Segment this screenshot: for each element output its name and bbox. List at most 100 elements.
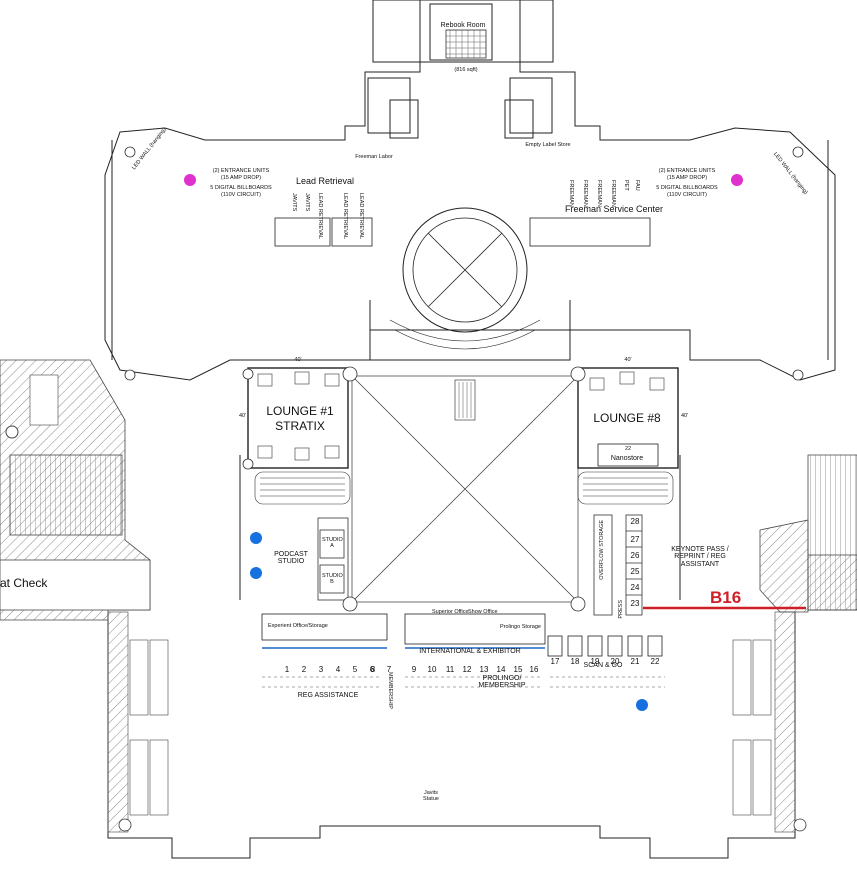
- blue-marker-podcast-2: [250, 567, 262, 579]
- keynote-counter-28: 28: [630, 517, 640, 526]
- lead-retrieval-counters: [274, 217, 373, 247]
- columns: [118, 146, 807, 832]
- freeman-service-label: Freeman Service Center: [564, 204, 664, 214]
- intl-counter-16: 16: [529, 665, 539, 674]
- right-entrance-amp: (15 AMP DROP): [666, 175, 708, 181]
- queue-lines: [262, 676, 665, 688]
- overflow-area: [593, 514, 643, 616]
- scan-counter-19: 19: [590, 657, 600, 666]
- scan-go-label: SCAN & GO: [583, 662, 623, 669]
- reg-counter-4: 4: [335, 665, 341, 674]
- lounge1-width: 40': [294, 357, 302, 363]
- reg-counter-8: 8: [370, 665, 376, 674]
- studio-a-label: STUDIO A: [322, 537, 343, 549]
- left-billboards: 5 DIGITAL BILLBOARDS: [210, 185, 272, 191]
- freeman-counter-2: FREEMAN: [581, 180, 588, 207]
- scan-counter-17: 17: [550, 657, 560, 666]
- intl-counter-10: 10: [427, 665, 437, 674]
- rebook-sqft-label: (816 sqft): [454, 67, 478, 73]
- scan-counter-21: 21: [630, 657, 640, 666]
- intl-counter-13: 13: [479, 665, 489, 674]
- coat-check-label: at Check: [0, 576, 48, 590]
- left-circuit: (110V CIRCUIT): [221, 192, 261, 198]
- escalators: [254, 471, 674, 505]
- rebook-seating: [445, 29, 487, 59]
- lead-counter-3: LEAD RETRIEVAL: [316, 193, 323, 240]
- lead-counter-4: LEAD RETRIEVAL: [341, 193, 348, 240]
- intl-counter-11: 11: [445, 665, 455, 674]
- lounge-furniture: [257, 371, 665, 461]
- scan-counter-20: 20: [610, 657, 620, 666]
- podcast-studio-label: PODCAST STUDIO: [274, 551, 308, 566]
- nanostore-label: Nanostore: [610, 455, 644, 462]
- keynote-counter-25: 25: [630, 567, 640, 576]
- scan-counter-22: 22: [650, 657, 660, 666]
- nanostore-number: 22: [624, 446, 632, 452]
- nanostore-box: [597, 443, 659, 467]
- lead-counter-2: JAVITS: [303, 193, 310, 212]
- freeman-counter-4: FREEMAN: [609, 180, 616, 207]
- lounge8-label: LOUNGE #8: [593, 411, 661, 425]
- reg-counter-1: 1: [284, 665, 290, 674]
- freeman-counter-1: FREEMAN: [567, 180, 574, 207]
- office-row: [261, 613, 546, 649]
- lounge1-height: 40': [239, 413, 247, 419]
- rotunda: [369, 207, 571, 421]
- intl-counter-15: 15: [513, 665, 523, 674]
- stratix-label: STRATIX: [275, 419, 325, 433]
- keynote-counter-24: 24: [630, 583, 640, 592]
- central-atrium: [351, 375, 579, 603]
- experient-office-label: Experient Office/Storage: [268, 623, 328, 629]
- scan-counter-18: 18: [570, 657, 580, 666]
- show-office-label: Show Office: [468, 609, 498, 615]
- prolingo-storage-label: Prolingo Storage: [500, 624, 541, 630]
- lounge8-height: 40': [681, 413, 689, 419]
- right-wing: [759, 454, 857, 613]
- left-entrance-units: (2) ENTRANCE UNITS: [212, 168, 270, 174]
- intl-counter-12: 12: [462, 665, 472, 674]
- pink-marker-left: [184, 174, 196, 186]
- reg-counter-7: 7: [386, 665, 392, 674]
- lower-benches: [129, 639, 772, 816]
- freeman-counter-5: PET: [622, 180, 629, 191]
- podcast-area: [317, 517, 349, 601]
- right-billboards: 5 DIGITAL BILLBOARDS: [656, 185, 718, 191]
- intl-counter-14: 14: [496, 665, 506, 674]
- intl-counter-9: 9: [411, 665, 417, 674]
- right-circuit: (110V CIRCUIT): [667, 192, 707, 198]
- freeman-counter-6: FAU: [633, 180, 640, 191]
- overflow-storage-label: OVERFLOW STORAGE: [599, 520, 605, 580]
- keynote-pass-label: KEYNOTE PASS / REPRINT / REG ASSISTANT: [671, 546, 729, 568]
- left-entrance-amp: (15 AMP DROP): [220, 175, 262, 181]
- press-label: PRESS: [618, 600, 624, 619]
- lead-counter-1: JAVITS: [290, 193, 297, 212]
- lead-retrieval-label: Lead Retrieval: [295, 176, 355, 186]
- international-exhibitor-label: INTERNATIONAL & EXHIBITOR: [419, 648, 521, 655]
- superior-office-label: Superior Office: [432, 609, 469, 615]
- rebook-room-label: Rebook Room: [440, 22, 486, 29]
- studio-b-label: STUDIO B: [322, 573, 343, 585]
- keynote-counter-27: 27: [630, 535, 640, 544]
- right-lower-hatch: [774, 611, 796, 833]
- right-entrance-units: (2) ENTRANCE UNITS: [658, 168, 716, 174]
- freeman-labor-label: Freeman Labor: [355, 154, 393, 160]
- empty-label-store-label: Empty Label Store: [525, 142, 571, 148]
- keynote-counter-26: 26: [630, 551, 640, 560]
- reg-counter-3: 3: [318, 665, 324, 674]
- keynote-counter-23: 23: [630, 599, 640, 608]
- reg-counter-5: 5: [352, 665, 358, 674]
- lead-counter-5: LEAD RETRIEVAL: [357, 193, 364, 240]
- lounge8-width: 40': [624, 357, 632, 363]
- scan-kiosks: [547, 635, 663, 657]
- prolingo-membership-label: PROLINGO/ MEMBERSHIP: [478, 675, 526, 690]
- blue-marker-lower: [636, 699, 648, 711]
- building-outline: [104, 0, 836, 859]
- booth-b16-label: B16: [710, 588, 742, 607]
- freeman-counters: [529, 217, 651, 247]
- pink-marker-right: [731, 174, 743, 186]
- membership-label: MEMBERSHIP: [386, 672, 393, 709]
- lounge1-label: LOUNGE #1: [266, 404, 334, 418]
- javits-statue-label: Javits Statue: [423, 790, 439, 802]
- left-wing: [0, 359, 151, 621]
